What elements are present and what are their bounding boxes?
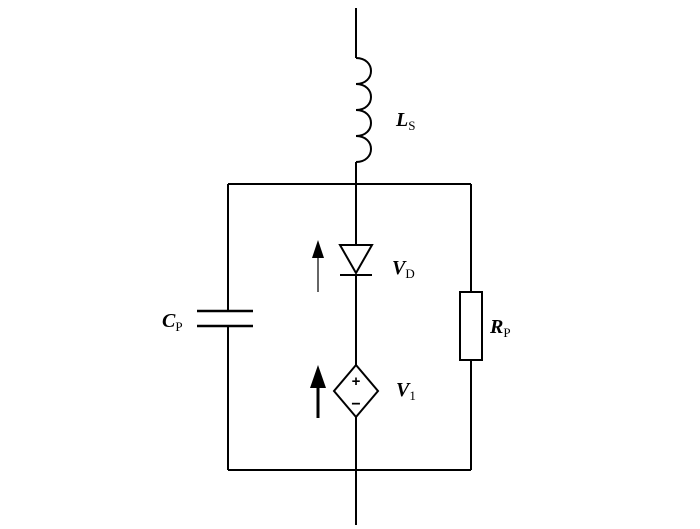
diode-symbol: V: [392, 257, 407, 279]
source-plus-sign: +: [352, 373, 361, 390]
capacitor-label: CP: [162, 310, 183, 334]
inductor-symbol: L: [395, 109, 408, 131]
source-voltage-arrow: [310, 365, 326, 418]
diode-triangle: [338, 244, 374, 276]
diode-label: VD: [392, 257, 415, 281]
dependent-source-subscript: 1: [409, 388, 416, 403]
resistor-subscript: P: [503, 325, 510, 340]
inductor-label: LS: [395, 109, 415, 133]
capacitor-subscript: P: [175, 319, 182, 334]
diode-subscript: D: [405, 266, 414, 281]
resistor-label: RP: [489, 316, 511, 340]
resistor-symbol: R: [489, 316, 503, 338]
resistor-body: [459, 291, 483, 361]
dependent-source-symbol: V: [396, 379, 411, 401]
inductor-coil: [355, 57, 372, 163]
source-minus-sign: −: [351, 396, 360, 413]
diode-voltage-arrow: [312, 240, 324, 292]
capacitor-symbol: C: [162, 310, 176, 332]
inductor-subscript: S: [408, 118, 415, 133]
dependent-source-label: V1: [396, 379, 416, 403]
